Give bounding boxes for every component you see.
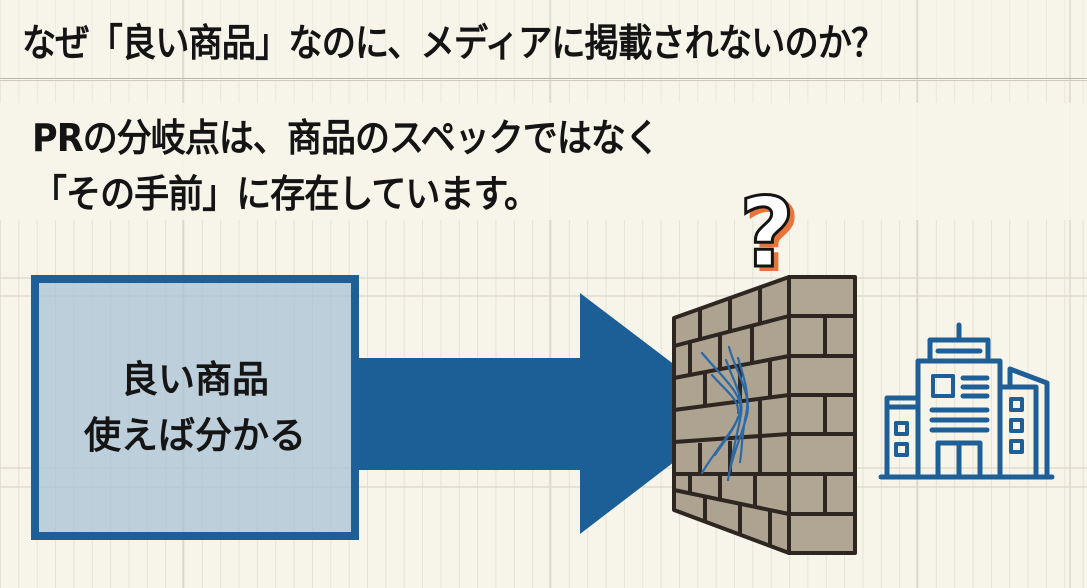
office-building-icon [878,322,1055,480]
svg-text:?: ? [744,181,800,293]
product-box-line-1: 良い商品 [121,357,269,401]
page-title: なぜ「良い商品」なのに、メディアに掲載されないのか？ [22,21,885,65]
impact-ripple-icon [700,345,749,482]
question-mark-icon: ? ? [738,176,801,295]
good-product-box: 良い商品 使えば分かる [31,275,359,540]
subtitle-line-1: PRの分岐点は、商品のスペックではなく [32,116,660,160]
svg-text:?: ? [739,177,795,289]
right-arrow-icon [359,293,738,534]
brick-wall-icon [672,275,857,555]
subtitle-line-2: 「その手前」に存在しています。 [32,172,539,216]
product-box-line-2: 使えば分かる [84,413,306,457]
subtitle: PRの分岐点は、商品のスペックではなく 「その手前」に存在しています。 [32,110,660,222]
title-divider [0,78,1087,81]
